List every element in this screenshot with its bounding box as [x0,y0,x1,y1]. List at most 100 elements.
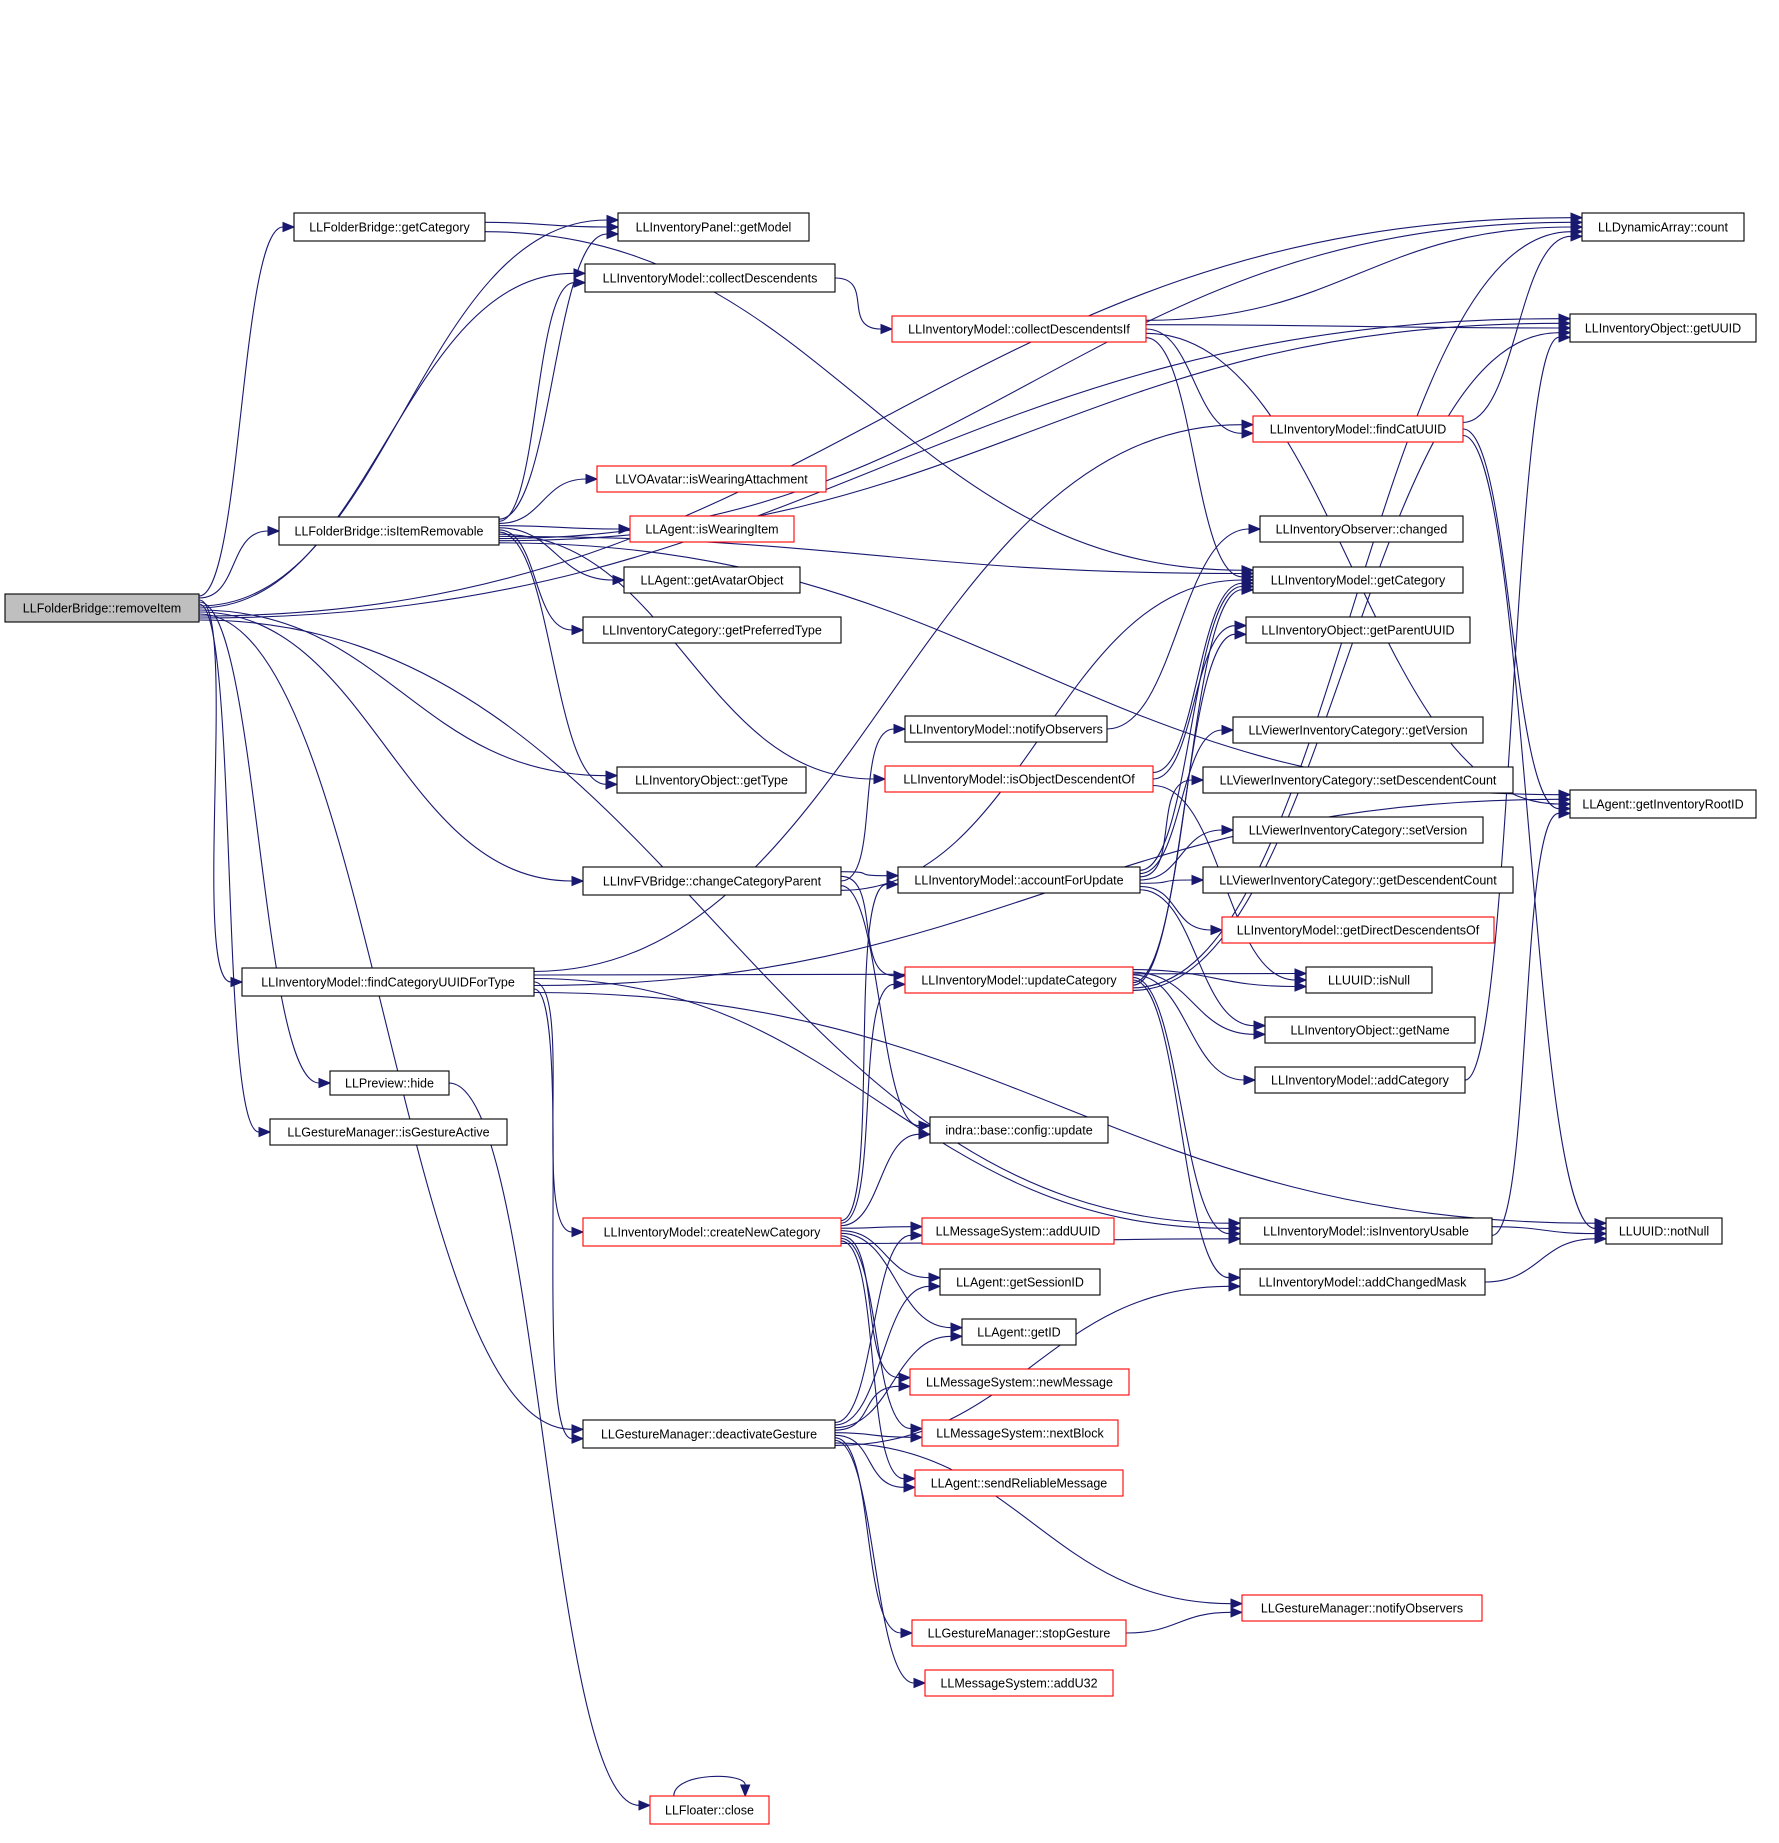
edge-arrowhead [903,1482,917,1493]
node-addCategory[interactable]: LLInventoryModel::addCategory [1254,1066,1466,1094]
edge-accountForUpdate-to-setDescendentCount [1139,779,1193,878]
edge-deactivateGesture-to-addUUID [834,1234,912,1424]
node-label: LLFloater::close [665,1804,754,1818]
edge-removeItem-to-isItemRemovable [198,530,269,599]
node-setVersion[interactable]: LLViewerInventoryCategory::setVersion [1232,816,1484,844]
node-getDirectDescendentsOf[interactable]: LLInventoryModel::getDirectDescendentsOf [1221,916,1495,944]
node-box [1264,1016,1476,1044]
node-box [924,1669,1114,1697]
node-hide[interactable]: LLPreview::hide [329,1070,450,1096]
node-isItemRemovable[interactable]: LLFolderBridge::isItemRemovable [278,516,500,546]
node-removeItem[interactable]: LLFolderBridge::removeItem [4,593,200,623]
edge-deactivateGesture-to-addChangedMask [834,1285,1230,1446]
node-label: LLInventoryObject::getParentUUID [1261,624,1454,638]
edge-findCatUUID-to-notNull [1462,434,1596,1229]
node-notifyObserversIM[interactable]: LLInventoryModel::notifyObservers [904,715,1108,743]
edge-updateCategory-to-getName [1132,971,1255,1035]
node-getType[interactable]: LLInventoryObject::getType [616,766,807,794]
node-getCategoryIM[interactable]: LLInventoryModel::getCategory [1252,566,1464,594]
node-observerChanged[interactable]: LLInventoryObserver::changed [1259,515,1464,543]
node-dynCount[interactable]: LLDynamicArray::count [1581,212,1745,242]
node-getInventoryRootID[interactable]: LLAgent::getInventoryRootID [1569,789,1757,819]
node-box [911,1619,1127,1647]
node-getUUID[interactable]: LLInventoryObject::getUUID [1569,313,1757,343]
node-box [1581,212,1745,242]
node-sendReliableMessage[interactable]: LLAgent::sendReliableMessage [914,1469,1124,1497]
edge-arrowhead [606,228,620,240]
node-box [584,263,836,293]
node-box [649,1795,770,1825]
node-getModel[interactable]: LLInventoryPanel::getModel [617,212,810,242]
node-notifyObserversGM[interactable]: LLGestureManager::notifyObservers [1241,1594,1483,1622]
node-isGestureActive[interactable]: LLGestureManager::isGestureActive [269,1118,508,1146]
edge-removeItem-to-findCategoryUUIDForType [198,599,232,983]
edge-arrowhead [739,1784,751,1798]
node-getCategoryFB[interactable]: LLFolderBridge::getCategory [293,212,486,242]
node-isWearingAttachment[interactable]: LLVOAvatar::isWearingAttachment [596,465,827,493]
node-addUUID[interactable]: LLMessageSystem::addUUID [921,1217,1115,1245]
edge-deactivateGesture-to-addU32 [834,1439,915,1684]
node-label: LLAgent::isWearingItem [645,523,778,537]
edge-arrowhead [1234,629,1248,640]
node-getVersion[interactable]: LLViewerInventoryCategory::getVersion [1232,716,1484,744]
node-label: LLGestureManager::notifyObservers [1261,1602,1463,1616]
edge-arrowhead [1234,620,1248,631]
node-deactivateGesture[interactable]: LLGestureManager::deactivateGesture [582,1419,836,1449]
node-box [1569,313,1757,343]
node-box [904,715,1108,743]
node-configUpdate[interactable]: indra::base::config::update [929,1116,1109,1144]
node-notNull[interactable]: LLUUID::notNull [1605,1217,1723,1245]
node-changeCategoryParent[interactable]: LLInvFVBridge::changeCategoryParent [582,866,842,896]
node-findCatUUID[interactable]: LLInventoryModel::findCatUUID [1252,415,1464,443]
edge-arrowhead [910,1230,924,1241]
node-nextBlock[interactable]: LLMessageSystem::nextBlock [921,1419,1119,1447]
node-label: LLUUID::isNull [1328,974,1410,988]
node-setDescendentCount[interactable]: LLViewerInventoryCategory::setDescendent… [1202,766,1514,794]
edge-removeItem-to-hide [198,601,320,1084]
node-label: indra::base::config::update [945,1124,1092,1138]
node-collectDescendentsIf[interactable]: LLInventoryModel::collectDescendentsIf [891,315,1147,343]
node-box [1239,1217,1493,1245]
node-floaterClose[interactable]: LLFloater::close [649,1795,770,1825]
node-box [939,1268,1101,1296]
edge-arrowhead [918,1120,932,1131]
edge-arrowhead [1570,231,1584,242]
edge-arrowhead [230,976,244,988]
node-getName[interactable]: LLInventoryObject::getName [1264,1016,1476,1044]
node-stopGesture[interactable]: LLGestureManager::stopGesture [911,1619,1127,1647]
node-updateCategory[interactable]: LLInventoryModel::updateCategory [904,966,1134,994]
edge-arrowhead [318,1077,332,1089]
node-label: LLInventoryModel::collectDescendents [603,272,818,286]
call-nodes: LLFolderBridge::removeItem LLFolderBridge… [4,212,1757,1825]
node-createNewCategory[interactable]: LLInventoryModel::createNewCategory [582,1217,842,1247]
node-getParentUUID[interactable]: LLInventoryObject::getParentUUID [1245,616,1471,644]
node-addChangedMask[interactable]: LLInventoryModel::addChangedMask [1239,1268,1486,1296]
edge-removeItem-to-getCategoryFB [198,226,284,597]
node-findCategoryUUIDForType[interactable]: LLInventoryModel::findCategoryUUIDForTyp… [241,967,535,997]
node-isWearingItem[interactable]: LLAgent::isWearingItem [629,515,795,543]
node-label: LLInventoryObject::getUUID [1585,322,1741,336]
node-label: LLInventoryModel::accountForUpdate [914,874,1123,888]
node-box [1202,766,1514,794]
edge-arrowhead [1191,774,1205,786]
edge-removeItem-to-changeCategoryParent [198,611,573,882]
node-box [596,465,827,493]
node-isObjectDescendentOf[interactable]: LLInventoryModel::isObjectDescendentOf [884,765,1154,793]
node-accountForUpdate[interactable]: LLInventoryModel::accountForUpdate [897,866,1141,894]
node-isNull[interactable]: LLUUID::isNull [1305,966,1433,994]
node-getAvatarObject[interactable]: LLAgent::getAvatarObject [623,566,801,594]
edge-collectDescendentsIf-to-dynCount [1145,226,1572,321]
node-label: LLViewerInventoryCategory::setVersion [1249,824,1467,838]
node-addU32[interactable]: LLMessageSystem::addU32 [924,1669,1114,1697]
node-getID[interactable]: LLAgent::getID [961,1318,1077,1346]
edge-arrowhead [886,879,900,890]
edge-deactivateGesture-to-stopGesture [834,1437,902,1634]
node-getDescendentCount[interactable]: LLViewerInventoryCategory::getDescendent… [1202,866,1514,894]
node-isInventoryUsable[interactable]: LLInventoryModel::isInventoryUsable [1239,1217,1493,1245]
node-newMessage[interactable]: LLMessageSystem::newMessage [909,1368,1130,1396]
edge-isItemRemovable-to-isWearingAttachment [498,478,587,525]
node-getSessionID[interactable]: LLAgent::getSessionID [939,1268,1101,1296]
node-collectDescendents[interactable]: LLInventoryModel::collectDescendents [584,263,836,293]
node-getPreferredType[interactable]: LLInventoryCategory::getPreferredType [582,616,842,644]
node-label: LLViewerInventoryCategory::setDescendent… [1220,774,1497,788]
